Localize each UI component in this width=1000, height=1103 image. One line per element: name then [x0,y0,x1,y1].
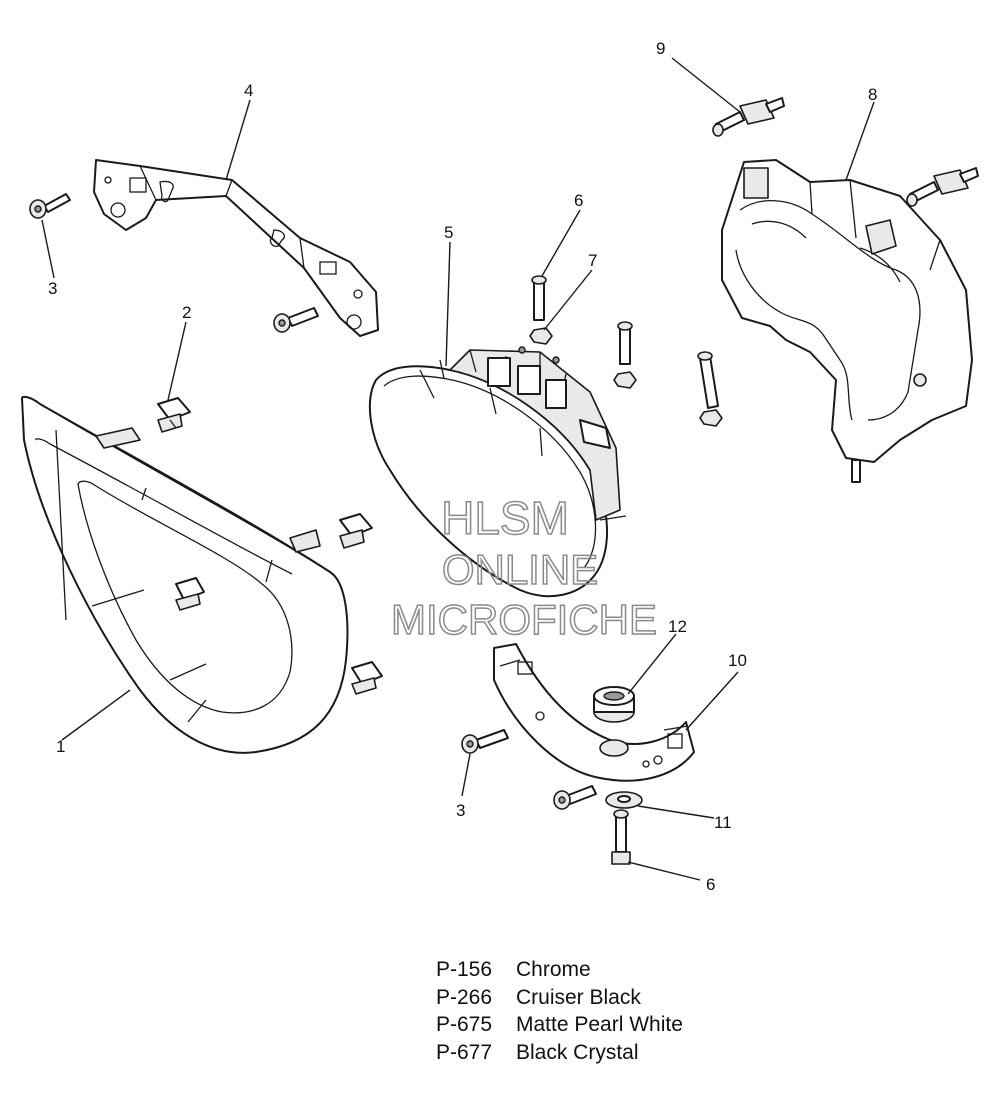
clip-mid-left [175,577,205,611]
callout-8: 8 [868,85,877,104]
callout-9: 9 [656,39,665,58]
legend-code: P-266 [436,985,493,1009]
screw-upper-right [273,307,319,333]
watermark: HLSM ONLINE MICROFICHE [390,491,658,644]
legend-row: P-677 Black Crystal [436,1039,683,1067]
bolt-right [697,351,723,427]
clip-mid-right [339,513,373,549]
callout-2: 2 [182,303,191,322]
clip-top [157,397,191,433]
screw-lower-right [553,785,597,810]
legend-row: P-156 Chrome [436,956,683,984]
nut-top [529,327,553,345]
callout-3-upper: 3 [48,279,57,298]
screw-lower-left [461,729,509,754]
rear-housing [721,159,973,483]
legend-row: P-675 Matte Pearl White [436,1011,683,1039]
watermark-line-1: HLSM [441,492,569,544]
headlamp-housing [368,346,627,598]
watermark-line-2: ONLINE [442,546,598,593]
legend-name: Black Crystal [516,1040,639,1064]
legend-code: P-156 [436,958,493,981]
callout-5: 5 [444,223,453,242]
callout-10: 10 [728,651,747,670]
grommet [593,686,635,723]
washer [605,791,643,809]
callout-6-upper: 6 [574,191,583,210]
bolt-top [531,275,547,321]
connector-right [906,167,979,207]
callout-3-lower: 3 [456,801,465,820]
paint-code-legend: P-156 Chrome P-266 Cruiser Black P-675 M… [436,956,683,1066]
clip-low [351,661,383,695]
callout-7: 7 [588,251,597,270]
legend-name: Chrome [516,958,591,981]
connector-top [712,97,785,137]
screw-upper-left [29,193,71,219]
watermark-line-3: MICROFICHE [391,596,657,643]
legend-row: P-266 Cruiser Black [436,984,683,1012]
callout-11: 11 [714,813,732,832]
bracket-upper [93,159,379,337]
callout-4: 4 [244,81,253,100]
legend-code: P-677 [436,1040,493,1064]
nacelle-cover [21,395,349,754]
legend-code: P-675 [436,1013,493,1036]
callout-12: 12 [668,617,687,636]
legend-name: Matte Pearl White [516,1013,683,1036]
callout-1: 1 [56,737,65,756]
callout-6-lower: 6 [706,875,715,894]
bolt-lower [611,809,631,865]
bracket-lower [493,643,695,782]
leader-lines [41,57,875,881]
legend-name: Cruiser Black [516,985,641,1009]
bolt-mid [613,321,637,389]
